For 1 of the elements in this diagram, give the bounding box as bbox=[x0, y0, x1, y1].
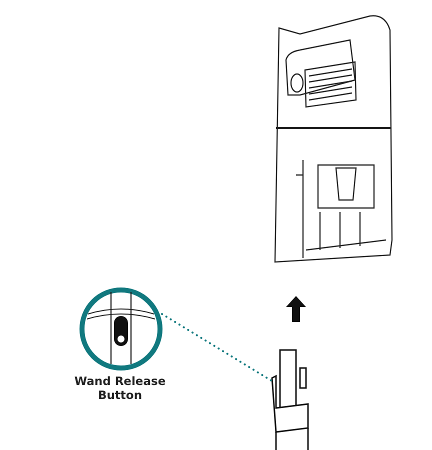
callout-label: Wand Release Button bbox=[73, 374, 167, 402]
